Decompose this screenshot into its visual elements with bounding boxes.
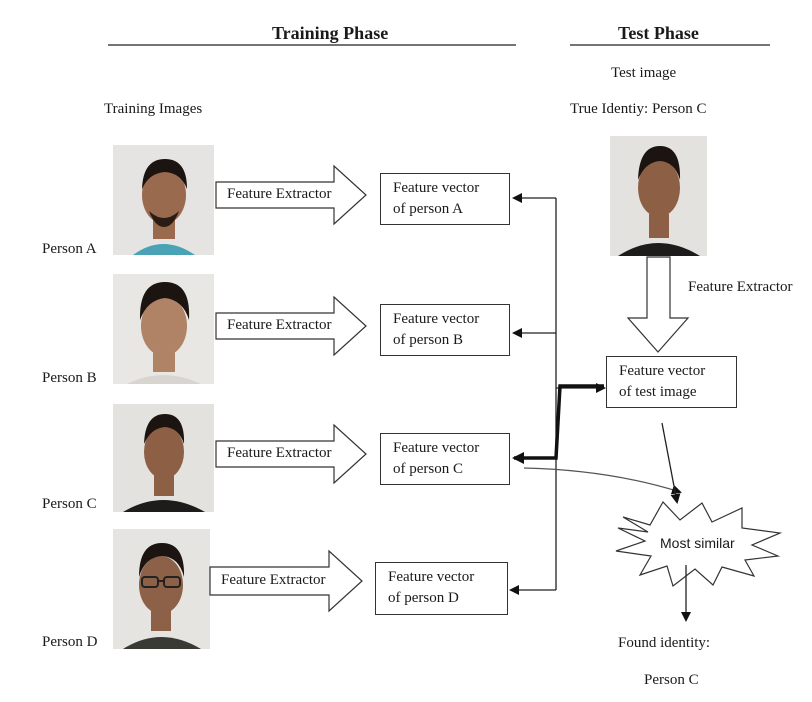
photo-person-d	[113, 529, 210, 649]
extractor-arrow-test	[626, 256, 690, 353]
extractor-label-test: Feature Extractor	[688, 279, 793, 295]
found-identity-value: Person C	[644, 672, 699, 688]
photo-test-image	[610, 136, 707, 256]
match-path-bold	[514, 384, 604, 460]
training-phase-header: Training Phase	[272, 23, 389, 43]
test-image-label: Test image	[611, 65, 677, 81]
extractor-arrow-c	[215, 423, 367, 485]
extractor-label-a: Feature Extractor	[227, 186, 332, 202]
most-similar-label: Most similar	[660, 535, 735, 551]
vector-a-line1: Feature vector	[393, 180, 480, 196]
most-similar-starburst	[615, 500, 783, 588]
found-identity-label: Found identity:	[618, 635, 711, 651]
vector-test-line2: of test image	[619, 384, 697, 400]
vector-b-line2: of person B	[393, 332, 463, 348]
person-d-label: Person D	[42, 634, 98, 650]
extractor-arrow-b	[215, 295, 367, 357]
feature-vector-box-c: Feature vector of person C	[380, 433, 510, 485]
feature-vector-box-a: Feature vector of person A	[380, 173, 510, 225]
vector-d-line1: Feature vector	[388, 569, 475, 585]
vector-d-line2: of person D	[388, 590, 459, 606]
extractor-label-c: Feature Extractor	[227, 445, 332, 461]
person-b-label: Person B	[42, 370, 97, 386]
curve-to-most-similar	[523, 467, 682, 495]
vector-c-line2: of person C	[393, 461, 463, 477]
training-images-label: Training Images	[104, 101, 203, 117]
true-identity-label: True Identiy: Person C	[570, 101, 707, 117]
vector-a-line2: of person A	[393, 201, 463, 217]
match-path-arrowhead	[512, 452, 524, 464]
test-phase-header: Test Phase	[618, 23, 699, 43]
person-c-label: Person C	[42, 496, 97, 512]
extractor-label-d: Feature Extractor	[221, 572, 326, 588]
feature-vector-box-b: Feature vector of person B	[380, 304, 510, 356]
extractor-arrow-a	[215, 164, 367, 226]
vector-c-line1: Feature vector	[393, 440, 480, 456]
person-a-label: Person A	[42, 241, 97, 257]
photo-person-a	[113, 145, 214, 255]
feature-vector-box-test: Feature vector of test image	[606, 356, 737, 408]
extractor-arrow-d	[209, 549, 363, 613]
test-to-most-similar-arrow	[661, 422, 681, 504]
vector-test-line1: Feature vector	[619, 363, 706, 379]
photo-person-c	[113, 404, 214, 512]
feature-vector-box-d: Feature vector of person D	[375, 562, 508, 615]
extractor-label-b: Feature Extractor	[227, 317, 332, 333]
photo-person-b	[113, 274, 214, 384]
vector-b-line1: Feature vector	[393, 311, 480, 327]
